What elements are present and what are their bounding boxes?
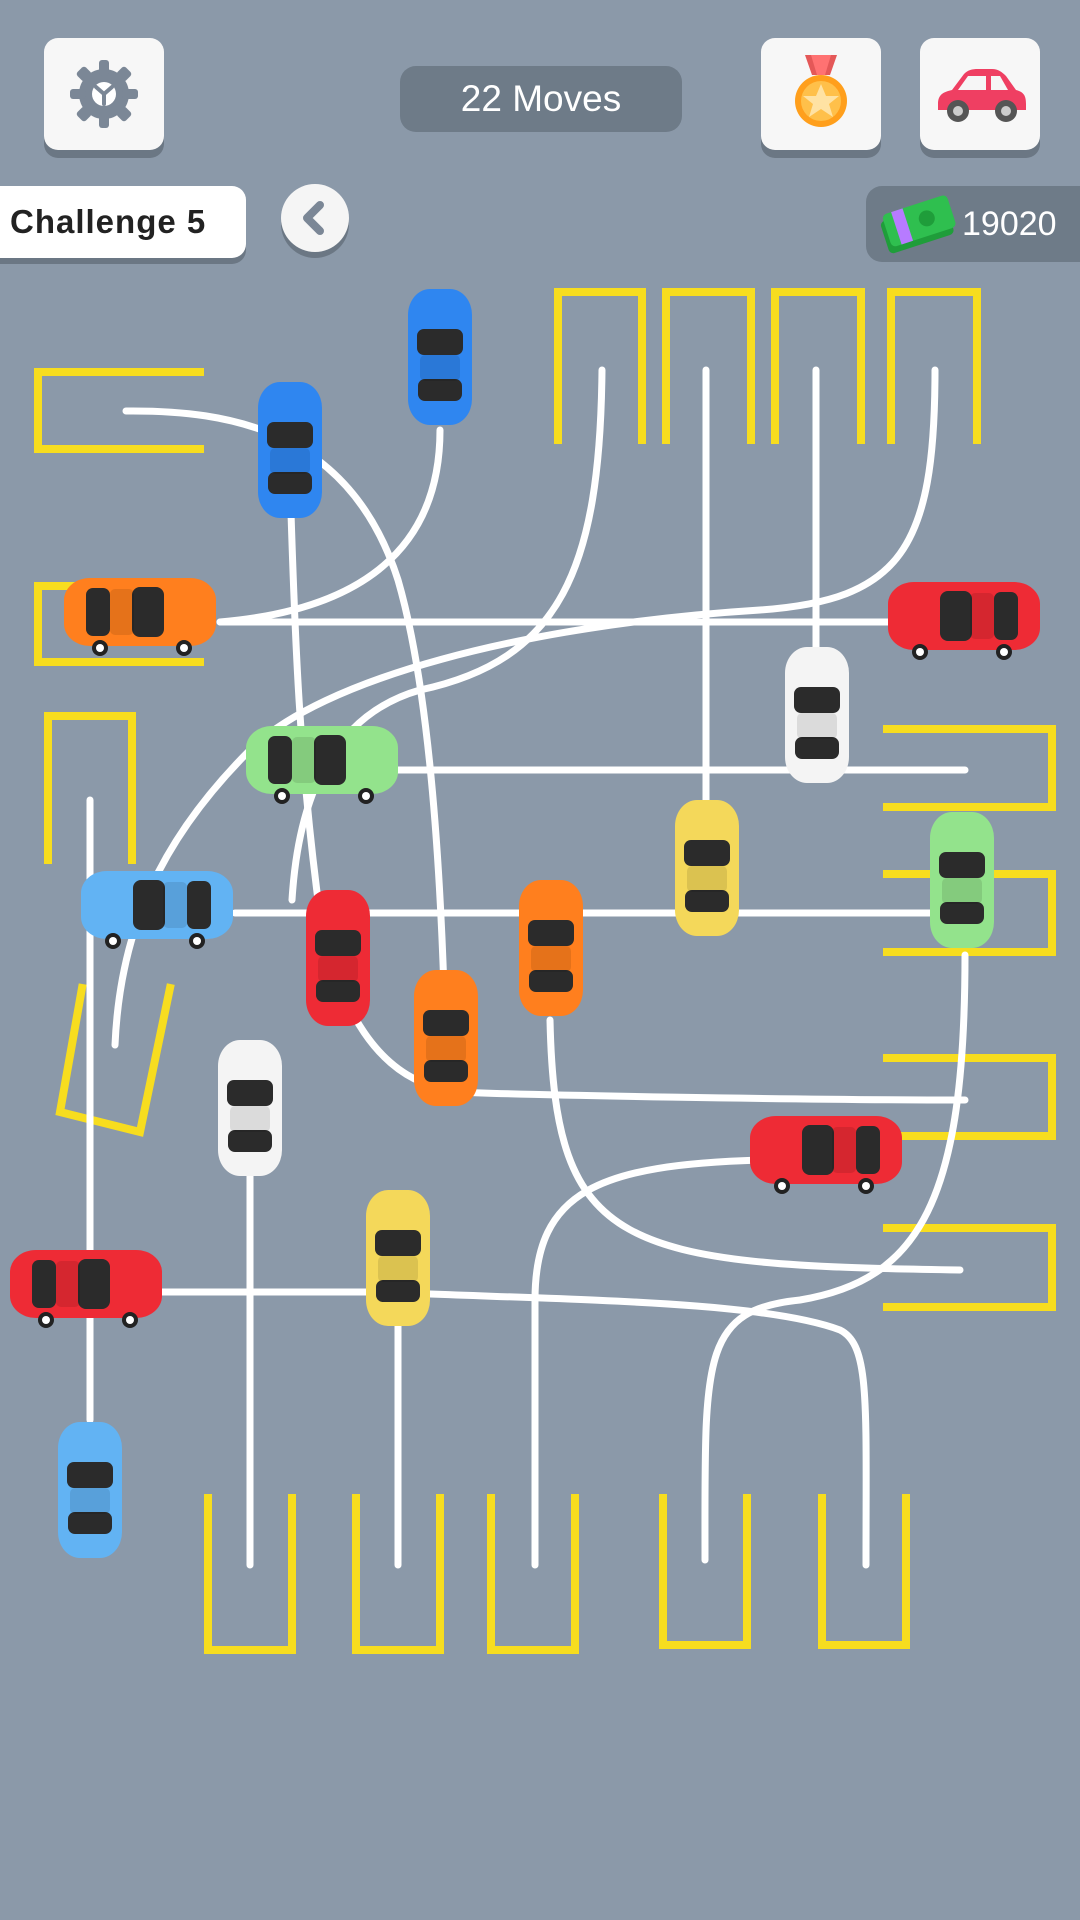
car-red-right[interactable] — [888, 582, 1040, 660]
car-white-2[interactable] — [218, 1040, 282, 1176]
moves-counter: 22 Moves — [400, 66, 682, 132]
back-button[interactable] — [281, 184, 349, 252]
parking-spot-left-1 — [34, 368, 204, 453]
car-blue-2[interactable] — [258, 382, 322, 518]
challenge-label: Challenge 5 — [10, 203, 207, 240]
money-display: 19020 — [866, 186, 1080, 262]
path-16 — [156, 1288, 870, 1569]
path-12 — [701, 951, 969, 1564]
money-value: 19020 — [962, 204, 1057, 243]
parking-spot-bottom-1 — [204, 1494, 296, 1654]
parking-spot-left-3 — [44, 712, 136, 864]
parking-spot-right-4 — [883, 1224, 1056, 1311]
cash-icon — [880, 195, 956, 254]
path-13 — [546, 1016, 964, 1274]
parking-spot-bottom-2 — [352, 1494, 444, 1654]
garage-button[interactable] — [920, 38, 1040, 150]
car-red-right-2[interactable] — [750, 1116, 902, 1194]
car-orange-left[interactable] — [64, 578, 216, 656]
car-red-left[interactable] — [10, 1250, 162, 1328]
path-14 — [531, 1156, 764, 1569]
moves-label: 22 Moves — [460, 78, 622, 119]
chevron-left-icon — [303, 201, 324, 235]
car-icon — [938, 69, 1026, 122]
path-8 — [286, 476, 454, 1094]
path-1 — [122, 407, 448, 994]
gear-icon — [70, 60, 138, 128]
parking-spot-bottom-3 — [487, 1494, 579, 1654]
car-blue-1[interactable] — [408, 289, 472, 425]
parking-spot-right-3 — [883, 1054, 1056, 1140]
car-light-blue-bottom[interactable] — [58, 1422, 122, 1558]
parking-spot-bottom-5 — [818, 1494, 910, 1649]
car-red-center[interactable] — [306, 890, 370, 1026]
car-light-blue-left[interactable] — [81, 871, 233, 949]
achievements-button[interactable] — [761, 38, 881, 150]
challenge-label-box: Challenge 5 — [0, 186, 246, 258]
parking-spot-top-4 — [887, 288, 981, 444]
path-11 — [452, 1088, 969, 1104]
settings-button[interactable] — [44, 38, 164, 150]
parking-spot-top-3 — [771, 288, 865, 444]
car-orange-center[interactable] — [519, 880, 583, 1016]
cars — [10, 289, 1040, 1558]
car-yellow-1[interactable] — [675, 800, 739, 936]
car-green-right[interactable] — [930, 812, 994, 948]
parking-spot-top-2 — [662, 288, 755, 444]
car-yellow-2[interactable] — [366, 1190, 430, 1326]
parking-spot-top-1 — [554, 288, 646, 444]
parking-spot-bottom-4 — [659, 1494, 751, 1649]
car-white-1[interactable] — [785, 647, 849, 783]
parking-spot-left-4 — [55, 983, 175, 1137]
parking-spot-right-1 — [883, 725, 1056, 811]
car-orange-lower[interactable] — [414, 970, 478, 1106]
medal-icon — [795, 55, 847, 127]
path-2 — [216, 426, 444, 626]
car-green-left[interactable] — [246, 726, 398, 804]
